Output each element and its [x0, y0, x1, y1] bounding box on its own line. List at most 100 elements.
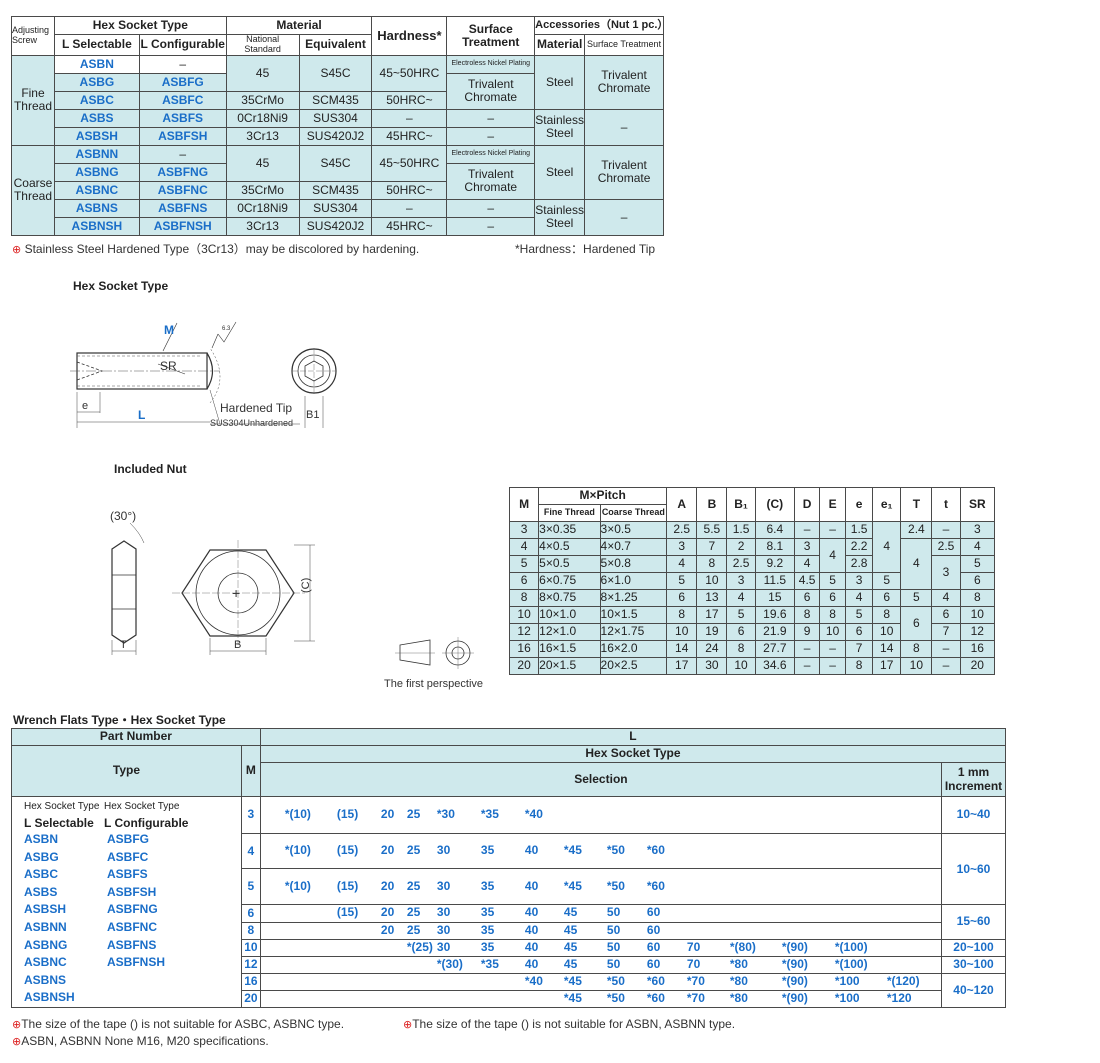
- treatment-cell: Electroless Nickel Plating: [446, 144, 536, 164]
- dim-cell: 5.5: [696, 521, 728, 539]
- length-option: 45: [563, 905, 578, 920]
- treatment-cell: Electroless Nickel Plating: [446, 54, 536, 74]
- dim-cell: 8: [959, 589, 996, 607]
- dim-header: t: [931, 487, 961, 522]
- dim-cell: –: [819, 640, 847, 658]
- dim-cell: 8: [666, 606, 698, 624]
- length-option: 20: [380, 922, 395, 937]
- m-cell: 20: [240, 989, 261, 1008]
- dim-cell: 14: [666, 640, 698, 658]
- dim-cell: 8: [794, 606, 821, 624]
- length-option: *45: [563, 973, 582, 988]
- dim-cell: 4: [931, 589, 961, 607]
- m-label: M: [164, 323, 174, 337]
- length-option: *45: [563, 843, 582, 858]
- dim-cell: 3×0.35: [538, 521, 601, 539]
- dim-cell: 20×2.5: [599, 657, 668, 675]
- part-number: ASBFNG: [138, 162, 227, 182]
- length-option: 30: [436, 922, 451, 937]
- dim-cell: 4: [666, 555, 698, 573]
- dim-header: M×Pitch: [538, 487, 668, 505]
- length-option: 70: [686, 939, 701, 954]
- t-label: T: [120, 639, 127, 651]
- length-option: *100: [834, 973, 860, 988]
- part-number: ASBN: [24, 832, 59, 846]
- dim-cell: 4: [819, 538, 847, 573]
- m-cell: 4: [240, 832, 261, 870]
- material-cell: 0Cr18Ni9: [225, 108, 300, 128]
- length-option: *30: [436, 807, 455, 821]
- dim-cell: 4: [508, 538, 540, 556]
- dim-cell: 8: [845, 657, 874, 675]
- dim-cell: 5: [819, 572, 847, 590]
- length-option: *(100): [834, 939, 868, 954]
- perspective-label: The first perspective: [384, 678, 483, 690]
- equivalent-cell: SCM435: [298, 180, 373, 200]
- equivalent-cell: S45C: [298, 54, 373, 92]
- length-option: 25: [406, 922, 421, 937]
- part-number: ASBNSH: [24, 990, 75, 1005]
- e-label: e: [82, 400, 88, 412]
- length-option: (15): [336, 843, 359, 858]
- material-header: Material: [225, 16, 373, 35]
- hex-socket-drawing: M SR 6.3 e L Hardened Tip SUS304Unharden…: [70, 321, 337, 428]
- l-header: L: [259, 728, 1007, 746]
- type-label: L Selectable: [24, 816, 94, 830]
- equivalent-cell: SUS420J2: [298, 216, 373, 236]
- acc-material-cell: Steel: [534, 54, 586, 110]
- pn-table-title: Wrench Flats Type・Hex Socket Type: [13, 713, 226, 727]
- length-option: *(120): [886, 973, 920, 988]
- angle-label: (30°): [110, 509, 136, 523]
- length-option: 45: [563, 956, 578, 971]
- dim-cell: 6: [794, 589, 821, 607]
- length-option: *(90): [781, 956, 808, 971]
- dim-cell: 6: [959, 572, 996, 590]
- warning-icon: ⊕: [12, 244, 22, 256]
- dim-cell: 6.4: [754, 521, 796, 539]
- length-option: *45: [563, 990, 582, 1005]
- length-option: 40: [524, 905, 539, 920]
- length-option: 60: [646, 956, 661, 971]
- sus304-label: SUS304Unhardened: [210, 418, 293, 428]
- length-option: *40: [524, 973, 543, 988]
- hex-socket-type-header: Hex Socket Type: [259, 745, 1007, 763]
- dim-cell: 4: [726, 589, 756, 607]
- treatment-cell: Trivalent Chromate: [446, 162, 536, 200]
- acc-treatment-cell: –: [584, 198, 664, 236]
- dim-cell: 8: [696, 555, 728, 573]
- dim-cell: 8: [508, 589, 540, 607]
- dim-subheader: Coarse Thread: [599, 504, 668, 522]
- hardness-cell: –: [371, 198, 448, 218]
- length-option: 20: [380, 843, 395, 858]
- dim-cell: 5×0.5: [538, 555, 601, 573]
- hex-socket-type-header: Hex Socket Type: [53, 16, 227, 35]
- dim-cell: 1.5: [845, 521, 874, 539]
- dim-cell: 21.9: [754, 623, 796, 641]
- increment-cell: 10~60: [940, 832, 1007, 906]
- dim-cell: 8: [726, 640, 756, 658]
- acc-surface-header: Surface Treatment: [584, 34, 664, 56]
- dim-cell: 4.5: [794, 572, 821, 590]
- length-option: *60: [646, 878, 665, 893]
- increment-cell: 20~100: [940, 938, 1007, 957]
- c-label: (C): [300, 578, 312, 593]
- part-number: ASBNS: [53, 198, 140, 218]
- warning-icon: ⊕: [403, 1019, 413, 1031]
- length-option: *(90): [781, 939, 808, 954]
- material-cell: 45: [225, 54, 300, 92]
- length-option: *(25): [406, 939, 433, 954]
- part-number: ASBC: [24, 867, 59, 882]
- coarse-thread-label: Coarse Thread: [11, 144, 55, 236]
- dim-cell: 7: [696, 538, 728, 556]
- dim-cell: 17: [666, 657, 698, 675]
- dim-cell: 10: [872, 623, 902, 641]
- dim-cell: 27.7: [754, 640, 796, 658]
